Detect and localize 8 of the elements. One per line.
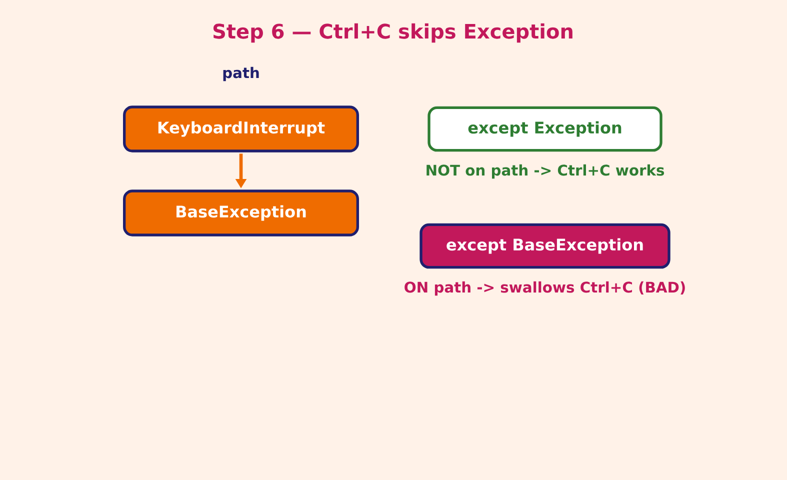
note-text: ON path -> swallows Ctrl+C (BAD) — [404, 281, 685, 296]
class-box: KeyboardInterrupt — [123, 106, 359, 152]
path-label: path — [223, 66, 259, 82]
title: Step 6 — Ctrl+C skips Exception — [213, 23, 572, 43]
class-box: except Exception — [428, 106, 662, 152]
class-box: BaseException — [123, 190, 359, 236]
class-box: except BaseException — [420, 223, 670, 269]
note-text: NOT on path -> Ctrl+C works — [426, 164, 664, 179]
